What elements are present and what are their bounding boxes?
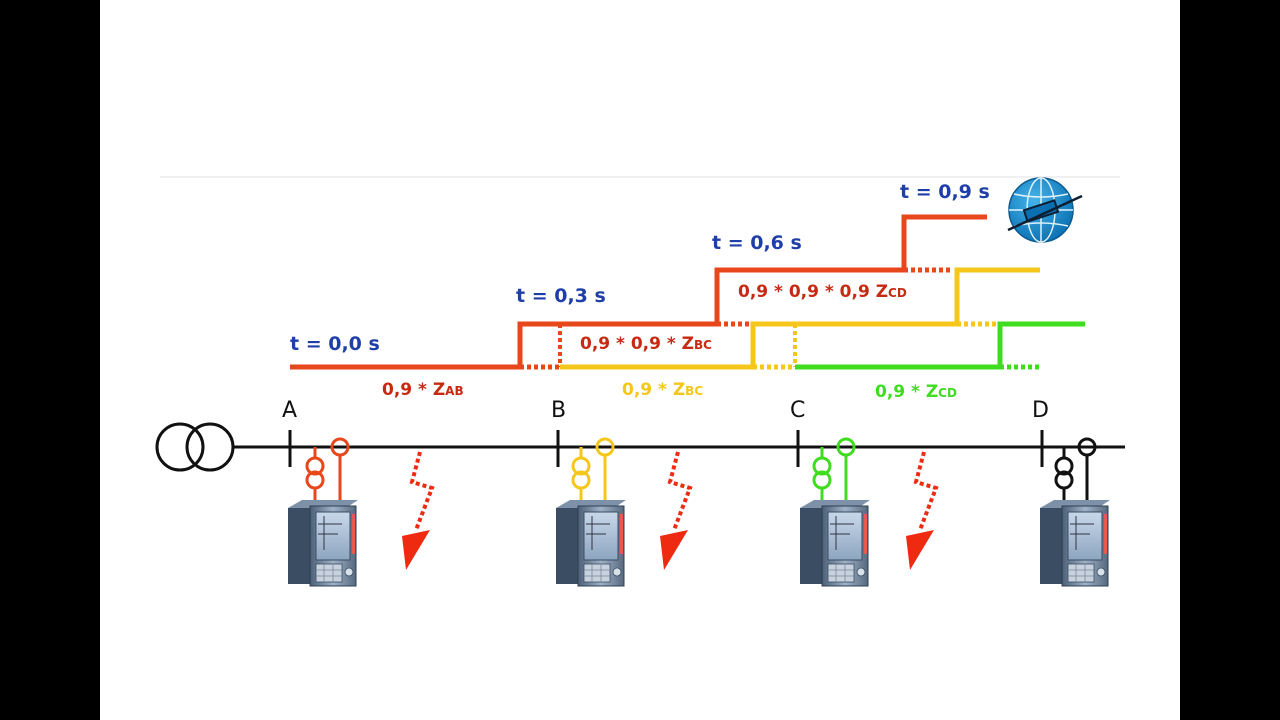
lightning-fault-icon — [658, 450, 692, 572]
lightning-fault-icon — [400, 450, 434, 572]
bus-d: D — [1032, 398, 1049, 467]
zone-label-zbc: 0,9 * ZBC — [622, 380, 703, 400]
slide-canvas: t = 0,0 s t = 0,3 s t = 0,6 s t = 0,9 s … — [100, 0, 1180, 720]
lightning-fault-icon — [904, 450, 938, 572]
time-label-2: t = 0,6 s — [712, 232, 802, 254]
bus-label-a: A — [282, 398, 297, 423]
bus-label-c: C — [790, 398, 805, 423]
bus-c: C — [790, 398, 805, 467]
protection-relay-icon — [1039, 499, 1111, 587]
bus-label-b: B — [551, 398, 566, 423]
protection-relay-icon — [287, 499, 359, 587]
instrument-transformer-b — [571, 437, 615, 500]
protection-diagram: t = 0,0 s t = 0,3 s t = 0,6 s t = 0,9 s … — [155, 176, 1125, 587]
protection-relay-icon — [799, 499, 871, 587]
instrument-transformer-c — [812, 437, 856, 500]
zone-steps-yellow — [560, 267, 1040, 370]
zone-label-zbc-level2: 0,9 * 0,9 * ZBC — [580, 334, 712, 354]
globe-logo-icon — [1007, 177, 1083, 243]
time-label-1: t = 0,3 s — [516, 285, 606, 307]
instrument-transformer-a — [305, 437, 350, 500]
instrument-transformer-d — [1054, 437, 1097, 500]
bus-b: B — [551, 398, 566, 467]
transformer-symbol-icon — [155, 422, 235, 472]
bus-label-d: D — [1032, 398, 1049, 423]
zone-label-zcd: 0,9 * ZCD — [875, 382, 957, 402]
zone-label-zcd-level3: 0,9 * 0,9 * 0,9 ZCD — [738, 282, 907, 302]
time-label-0: t = 0,0 s — [290, 333, 380, 355]
zone-steps-red — [290, 214, 987, 370]
protection-relay-icon — [555, 499, 627, 587]
bus-a: A — [282, 398, 297, 467]
time-label-3: t = 0,9 s — [900, 181, 990, 203]
zone-steps-green — [795, 321, 1085, 370]
zone-label-zab: 0,9 * ZAB — [382, 380, 464, 400]
